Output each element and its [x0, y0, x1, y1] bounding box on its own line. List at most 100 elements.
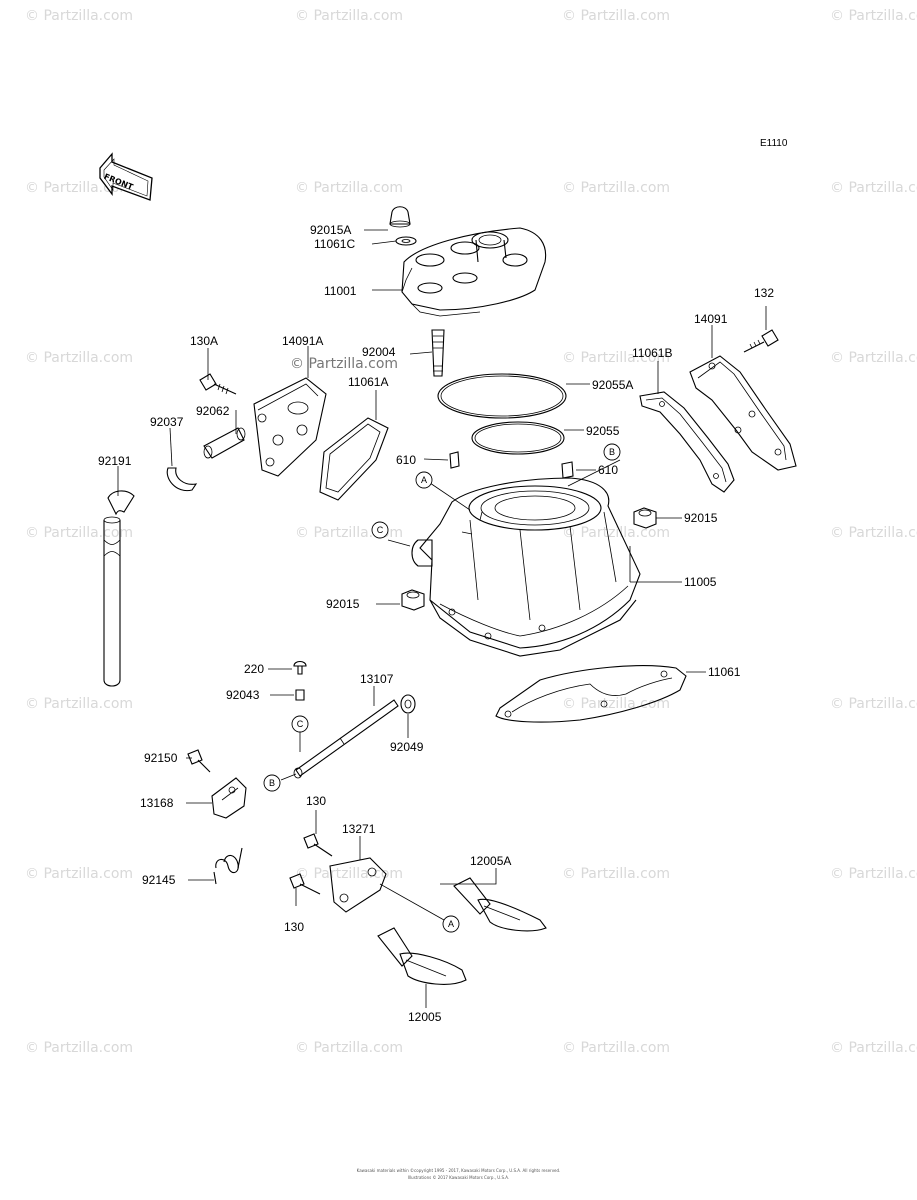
svg-text:B: B — [609, 447, 615, 457]
hose-fitting — [203, 427, 246, 459]
hex-nut — [401, 589, 425, 611]
part-label-11001[interactable]: 11001 — [324, 284, 357, 298]
part-label-14091a[interactable]: 14091A — [282, 334, 324, 348]
callout-a-icon: A — [442, 915, 460, 933]
torsion-spring — [213, 847, 243, 885]
part-label-13271[interactable]: 13271 — [342, 822, 376, 836]
cylinder-head — [401, 227, 547, 317]
part-label-220[interactable]: 220 — [244, 662, 265, 676]
part-label-92150[interactable]: 92150 — [144, 751, 178, 765]
part-label-92043[interactable]: 92043 — [226, 688, 260, 702]
breather-hose — [103, 490, 135, 687]
part-label-11061b[interactable]: 11061B — [632, 346, 673, 360]
stud-bolt — [431, 329, 445, 377]
part-label-92055[interactable]: 92055 — [586, 424, 620, 438]
dowel-pin — [561, 461, 574, 479]
part-label-14091[interactable]: 14091 — [694, 312, 728, 326]
part-label-11061[interactable]: 11061 — [708, 665, 741, 679]
watermark: © Partzilla.com — [562, 696, 671, 712]
part-label-11061a[interactable]: 11061A — [348, 375, 389, 389]
bolt — [199, 373, 237, 395]
part-label-610[interactable]: 610 — [396, 453, 417, 467]
watermark: © Partzilla.com — [295, 866, 404, 882]
svg-text:B: B — [269, 778, 275, 788]
watermark: © Partzilla.com — [25, 8, 134, 24]
watermark: © Partzilla.com — [830, 696, 917, 712]
part-label-130[interactable]: 130 — [306, 794, 327, 808]
watermark: © Partzilla.com — [25, 525, 134, 541]
bolt — [303, 833, 333, 857]
watermark: © Partzilla.com — [25, 696, 134, 712]
cylinder — [411, 477, 641, 657]
part-label-92015[interactable]: 92015 — [684, 511, 718, 525]
o-ring-small — [471, 421, 565, 455]
washer — [395, 236, 417, 246]
part-label-92049[interactable]: 92049 — [390, 740, 424, 754]
watermark: © Partzilla.com — [830, 180, 917, 196]
diagram-code: E1110 — [760, 138, 788, 149]
screw — [293, 660, 307, 675]
part-label-92145[interactable]: 92145 — [142, 873, 176, 887]
base-gasket — [495, 665, 687, 723]
part-label-610[interactable]: 610 — [598, 463, 619, 477]
watermark: © Partzilla.com — [295, 180, 404, 196]
watermark: © Partzilla.com — [562, 1040, 671, 1056]
part-label-92062[interactable]: 92062 — [196, 404, 230, 418]
part-label-130[interactable]: 130 — [284, 920, 305, 934]
part-label-132[interactable]: 132 — [754, 286, 775, 300]
watermark: © Partzilla.com — [562, 525, 671, 541]
front-arrow-icon — [99, 152, 153, 201]
pin — [295, 689, 305, 701]
callout-b-icon: B — [263, 774, 281, 792]
part-label-92015a[interactable]: 92015A — [310, 223, 352, 237]
bolt — [289, 873, 321, 895]
part-label-12005a[interactable]: 12005A — [470, 854, 512, 868]
hose-clamp — [166, 467, 198, 492]
svg-text:C: C — [377, 525, 384, 535]
callout-b-icon: B — [603, 443, 621, 461]
part-label-92015[interactable]: 92015 — [326, 597, 360, 611]
watermark: © Partzilla.com — [562, 180, 671, 196]
intake-cover — [253, 377, 327, 477]
watermark: © Partzilla.com — [830, 8, 917, 24]
svg-text:A: A — [448, 919, 454, 929]
exhaust-valve-sub — [453, 877, 547, 932]
watermark: © Partzilla.com — [562, 8, 671, 24]
exhaust-valve-main — [377, 927, 467, 985]
part-label-130a[interactable]: 130A — [190, 334, 219, 348]
hex-nut — [633, 507, 657, 529]
part-label-13168[interactable]: 13168 — [140, 796, 174, 810]
svg-text:C: C — [297, 719, 304, 729]
flange-bolt — [743, 329, 779, 353]
copyright-footer: Illustrations © 2017 Kawasaki Motors Cor… — [407, 1175, 510, 1180]
watermark: © Partzilla.com — [25, 1040, 134, 1056]
part-label-11005[interactable]: 11005 — [684, 575, 717, 589]
part-label-92037[interactable]: 92037 — [150, 415, 184, 429]
part-label-13107[interactable]: 13107 — [360, 672, 394, 686]
part-label-92055a[interactable]: 92055A — [592, 378, 634, 392]
watermark: © Partzilla.com — [830, 866, 917, 882]
callout-c-icon: C — [291, 715, 309, 733]
valve-lever — [211, 777, 247, 819]
valve-bracket — [329, 857, 387, 913]
part-label-11061c[interactable]: 11061C — [314, 237, 356, 251]
cap-nut — [389, 206, 411, 228]
watermark: © Partzilla.com — [830, 1040, 917, 1056]
dowel-pin — [449, 451, 460, 469]
valve-cover — [689, 355, 797, 471]
oil-seal — [400, 694, 416, 714]
watermark: © Partzilla.com — [25, 866, 134, 882]
part-label-92004[interactable]: 92004 — [362, 345, 396, 359]
watermark: © Partzilla.com — [25, 350, 134, 366]
part-label-92191[interactable]: 92191 — [98, 454, 132, 468]
watermark: © Partzilla.com — [830, 350, 917, 366]
watermark: © Partzilla.com — [295, 8, 404, 24]
intake-gasket — [319, 417, 389, 501]
watermark: © Partzilla.com — [830, 525, 917, 541]
svg-text:A: A — [421, 475, 427, 485]
copyright-footer: Kawasaki materials within ©copyright 199… — [356, 1168, 561, 1173]
part-label-12005[interactable]: 12005 — [408, 1010, 442, 1024]
callout-c-icon: C — [371, 521, 389, 539]
